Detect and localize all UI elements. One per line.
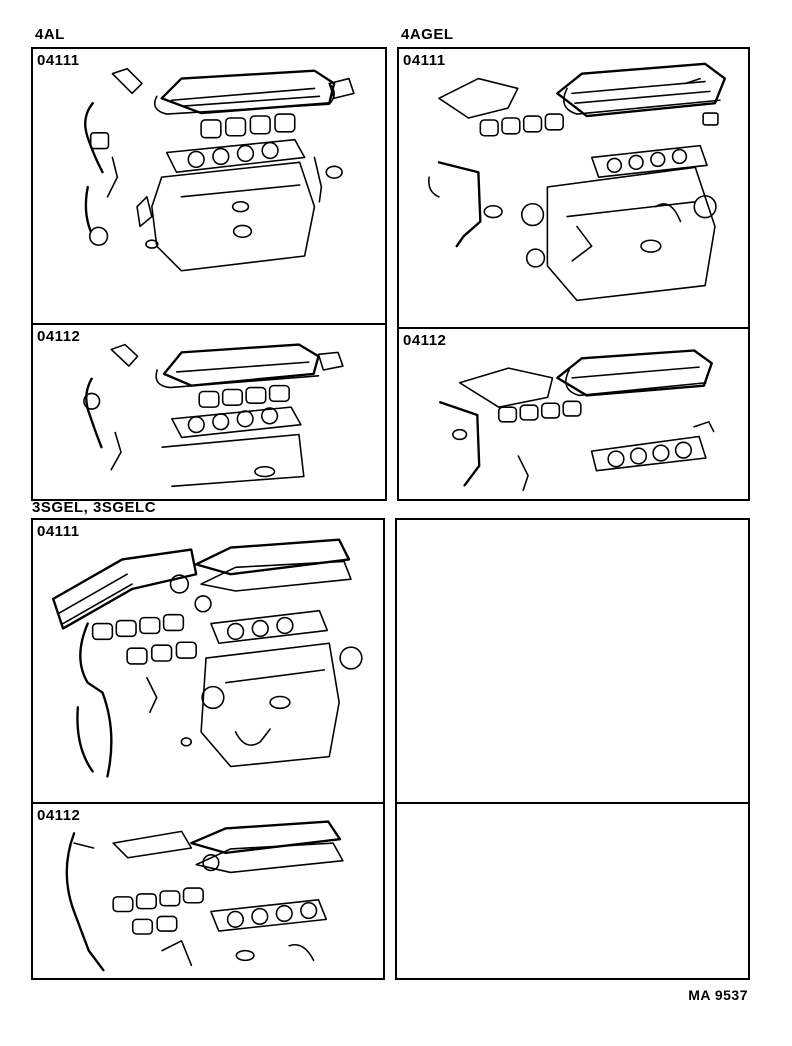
group-label-4al: 4AL [35, 26, 65, 43]
engine-gasket-kit-4agel-icon [428, 62, 727, 302]
part-code: 04112 [403, 332, 447, 349]
engine-gasket-kit-3sgel-icon [52, 538, 363, 778]
part-code: 04112 [37, 807, 81, 824]
part-code: 04111 [403, 52, 446, 69]
panel-4agel-04111: 04111 [397, 47, 750, 329]
cylinder-head-gasket-kit-3sgel-icon [65, 820, 344, 972]
cylinder-head-gasket-kit-4agel-icon [438, 349, 715, 491]
engine-gasket-kit-4al-icon [84, 67, 355, 272]
panel-4al-04112: 04112 [31, 323, 387, 501]
part-code: 04111 [37, 523, 80, 540]
panel-3sgel-04111: 04111 [31, 518, 385, 804]
panel-4agel-04112: 04112 [397, 327, 750, 501]
panel-empty-2 [395, 802, 750, 980]
cylinder-head-gasket-kit-4al-icon [83, 343, 344, 488]
part-code: 04111 [37, 52, 80, 69]
group-label-4agel: 4AGEL [401, 26, 454, 43]
panel-4al-04111: 04111 [31, 47, 387, 325]
panel-empty-1 [395, 518, 750, 804]
part-code: 04112 [37, 328, 81, 345]
panel-3sgel-04112: 04112 [31, 802, 385, 980]
group-label-3sgel: 3SGEL, 3SGELC [32, 499, 157, 516]
figure-reference: MA 9537 [688, 987, 748, 1003]
